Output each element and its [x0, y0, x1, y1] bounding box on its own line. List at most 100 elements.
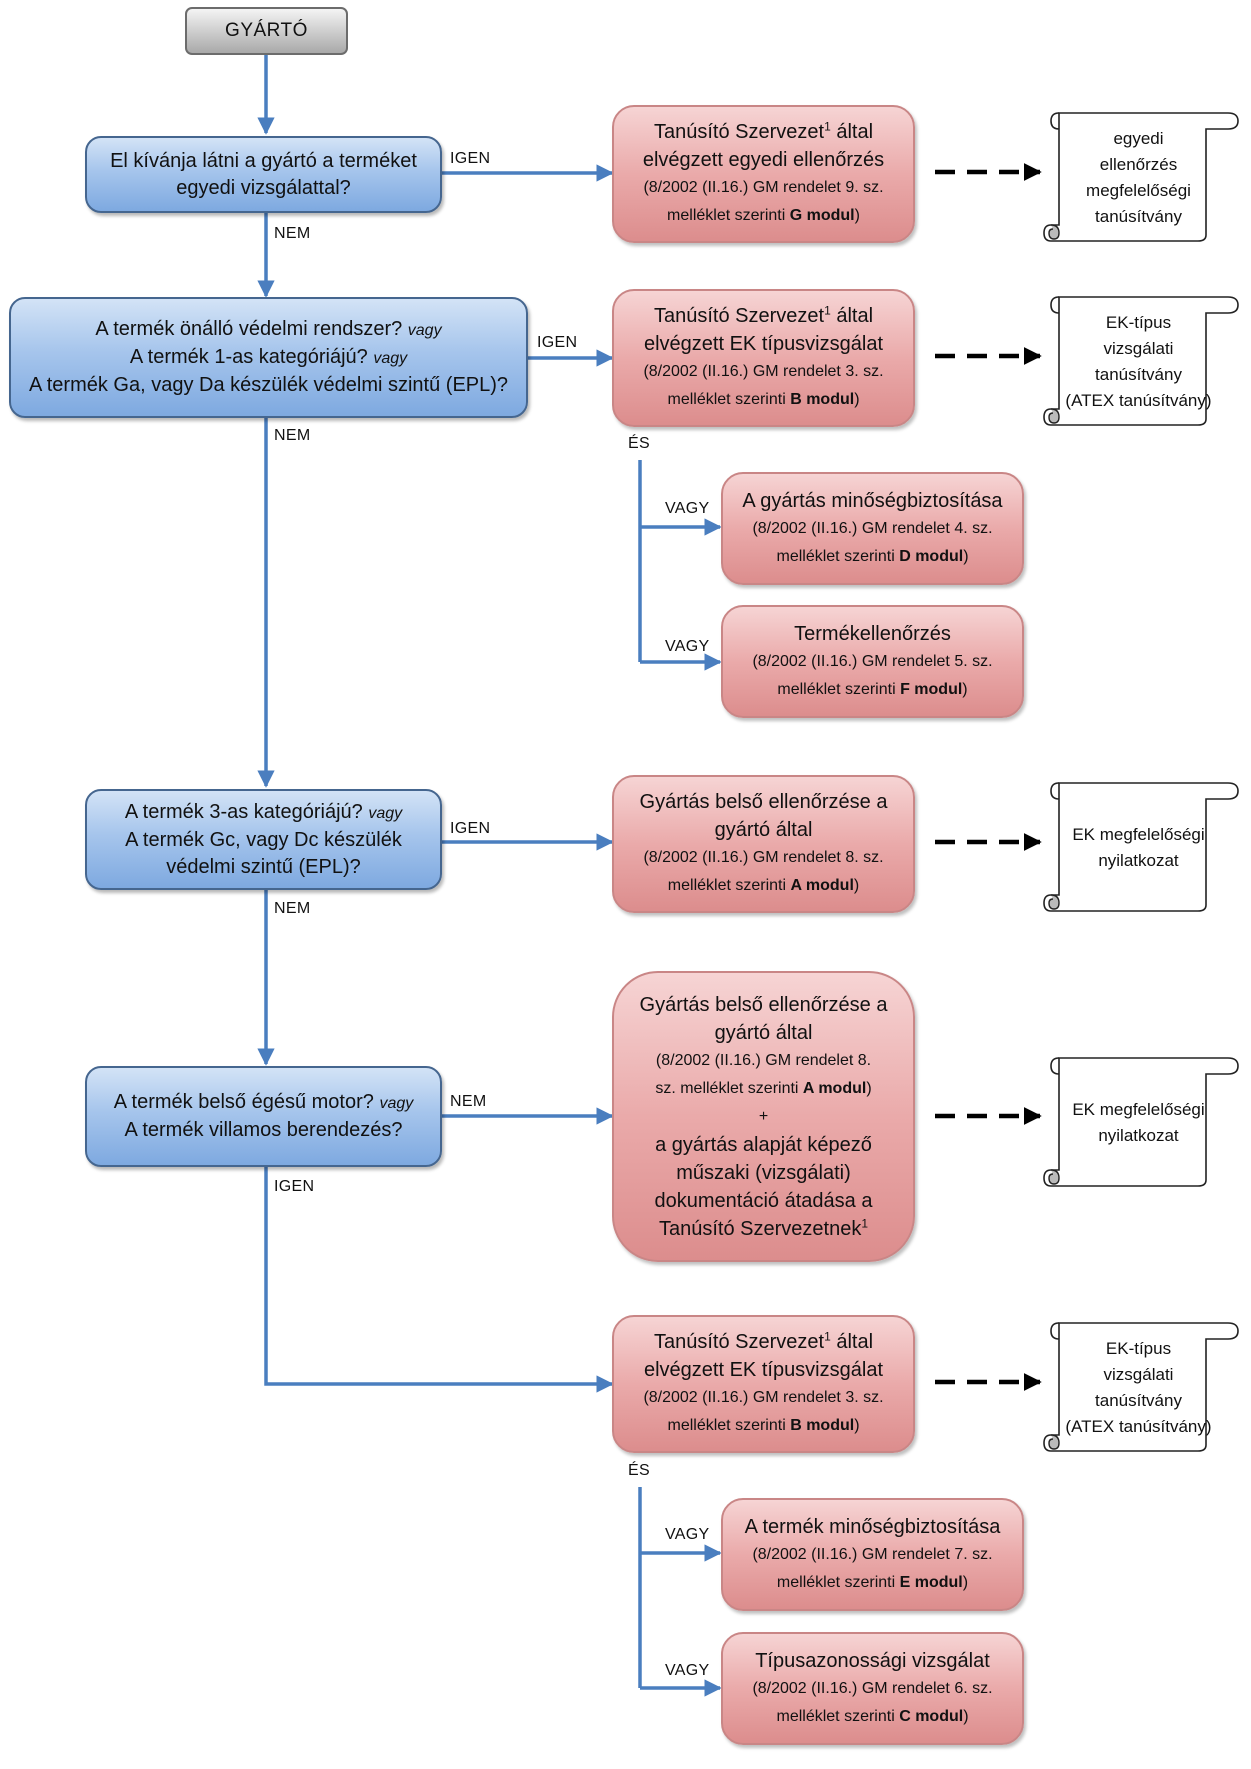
edge-label-igen: IGEN	[450, 150, 491, 167]
text-run: )	[963, 1707, 969, 1725]
document-line: megfelelőségi	[1086, 181, 1191, 200]
process-title-line: a gyártás alapját képező	[655, 1131, 872, 1159]
footnote-marker: 1	[824, 1329, 831, 1344]
document-line: vizsgálati	[1103, 1365, 1174, 1384]
text-run: sz. melléklet szerinti	[655, 1079, 803, 1097]
decision-line: A termék villamos berendezés?	[125, 1117, 403, 1144]
text-run: melléklet szerinti	[667, 877, 791, 894]
module-name: A modul	[790, 877, 854, 894]
decision-connector-word: vagy	[373, 350, 408, 367]
process-reference-line: melléklet szerinti B modul)	[667, 386, 859, 414]
decision-text: A termék 1-as kategóriájú?	[129, 346, 374, 368]
text-run: Gyártás belső ellenőrzése a	[639, 791, 888, 813]
edge-label-vagy: VAGY	[665, 1662, 710, 1679]
module-name: A modul	[802, 1079, 867, 1097]
text-run: (8/2002 (II.16.) GM rendelet 8.	[655, 1051, 872, 1069]
footnote-marker: 1	[824, 119, 831, 134]
document-line: tanúsítvány	[1095, 1391, 1182, 1410]
text-run: A termék minőségbiztosítása	[744, 1515, 1001, 1538]
text-run: (8/2002 (II.16.) GM rendelet 9. sz.	[643, 179, 884, 196]
text-run: által	[830, 305, 874, 327]
decision-text: A termék villamos berendezés?	[124, 1119, 403, 1141]
process-reference-line: sz. melléklet szerinti A modul)	[655, 1075, 871, 1103]
process-title-line: Gyártás belső ellenőrzése a	[640, 788, 888, 816]
document-line: nyilatkozat	[1098, 851, 1179, 870]
document-line: EK-típus	[1105, 313, 1172, 332]
text-run: Tanúsító Szervezet	[653, 121, 825, 143]
edge-label-igen: IGEN	[450, 820, 491, 837]
decision-connector-word: vagy	[368, 804, 403, 822]
text-run: )	[854, 207, 860, 224]
document-line: tanúsítvány	[1095, 365, 1182, 384]
module-name: B modul	[790, 391, 855, 408]
process-title-line: Termékellenőrzés	[794, 620, 951, 648]
process-reference-line: melléklet szerinti E modul)	[777, 1569, 968, 1597]
text-run: (8/2002 (II.16.) GM rendelet 3. sz.	[643, 1389, 884, 1406]
edge-label-nem: NEM	[274, 900, 311, 917]
process-title-line: Tanúsító Szervezet1 által	[654, 1328, 873, 1356]
process-title-line: gyártó által	[715, 1019, 813, 1047]
scroll-document-icon	[1043, 112, 1239, 242]
text-run: Tanúsító Szervezet	[653, 1331, 825, 1353]
decision-line: A termék belső égésű motor? vagy	[114, 1089, 414, 1117]
document-line: nyilatkozat	[1098, 1126, 1179, 1145]
text-run: Termékellenőrzés	[794, 622, 951, 645]
edge-label-vagy: VAGY	[665, 638, 710, 655]
text-run: Tanúsító Szervezet	[653, 305, 825, 327]
text-run: a gyártás alapját képező	[655, 1133, 872, 1156]
edge-label-igen: IGEN	[537, 334, 578, 351]
process-reference-line: (8/2002 (II.16.) GM rendelet 3. sz.	[643, 1384, 883, 1412]
text-run: elvégzett EK típusvizsgálat	[643, 333, 883, 355]
text-run: melléklet szerinti	[776, 547, 900, 565]
process-reference-line: (8/2002 (II.16.) GM rendelet 8.	[656, 1047, 871, 1075]
decision-text: A termék önálló védelmi rendszer?	[95, 318, 408, 340]
text-run: melléklet szerinti	[777, 680, 901, 698]
text-run: )	[853, 877, 860, 894]
process-f-module: Termékellenőrzés(8/2002 (II.16.) GM rend…	[721, 605, 1024, 718]
scroll-document-icon	[1043, 1322, 1239, 1452]
text-run: Típusazonossági vizsgálat	[755, 1649, 990, 1672]
process-reference-line: melléklet szerinti B modul)	[667, 1412, 859, 1440]
text-run: (8/2002 (II.16.) GM rendelet 4. sz.	[752, 519, 993, 537]
process-title-line: elvégzett EK típusvizsgálat	[644, 330, 883, 358]
document-line: EK-típus	[1105, 1339, 1172, 1358]
decision-text: A termék 3-as kategóriájú?	[124, 800, 369, 823]
text-run: (8/2002 (II.16.) GM rendelet 3. sz.	[643, 363, 884, 380]
process-title-line: Gyártás belső ellenőrzése a	[640, 991, 888, 1019]
footnote-marker: 1	[861, 1215, 869, 1230]
decision-text: egyedi vizsgálattal?	[176, 176, 351, 199]
text-run: +	[758, 1107, 769, 1125]
decision-text: A termék Gc, vagy Dc készülék	[125, 828, 402, 851]
text-run: Tanúsító Szervezetnek	[658, 1217, 862, 1240]
text-run: gyártó által	[714, 1021, 813, 1044]
text-run: melléklet szerinti	[776, 1573, 900, 1591]
process-title-line: elvégzett EK típusvizsgálat	[644, 1356, 883, 1384]
start-node-gyarto: GYÁRTÓ	[185, 7, 348, 55]
process-reference-line: melléklet szerinti D modul)	[776, 543, 968, 571]
module-name: B modul	[790, 1417, 855, 1434]
text-run: )	[854, 1417, 860, 1434]
decision-line: A termék Gc, vagy Dc készülék	[125, 827, 402, 854]
process-reference-line: melléklet szerinti G modul)	[667, 202, 860, 230]
process-reference-line: (8/2002 (II.16.) GM rendelet 4. sz.	[752, 515, 992, 543]
process-reference-line: (8/2002 (II.16.) GM rendelet 8. sz.	[643, 844, 883, 872]
decision-line: egyedi vizsgálattal?	[176, 175, 351, 202]
decision-line: védelmi szintű (EPL)?	[166, 854, 361, 881]
edge-label-es: ÉS	[628, 435, 650, 452]
edge-label-igen: IGEN	[274, 1178, 315, 1195]
start-label: GYÁRTÓ	[225, 20, 308, 41]
text-run: által	[830, 121, 874, 143]
text-run: Gyártás belső ellenőrzése a	[639, 993, 888, 1016]
edge-label-es: ÉS	[628, 1462, 650, 1479]
edge-label-nem: NEM	[274, 225, 311, 242]
text-run: A gyártás minőségbiztosítása	[742, 489, 1003, 512]
document-line: tanúsítvány	[1095, 207, 1182, 226]
